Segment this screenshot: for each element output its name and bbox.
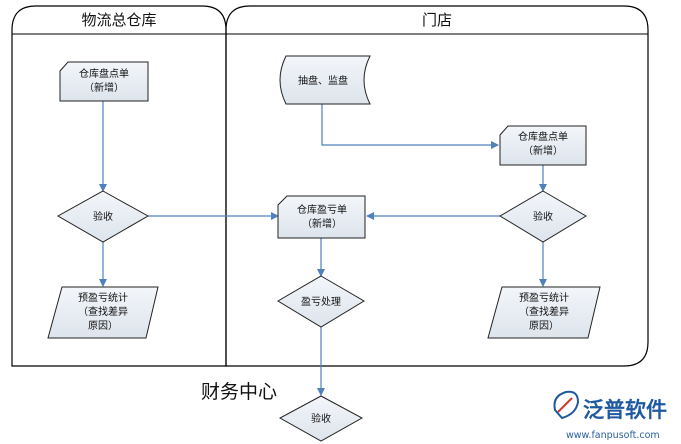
logo-name: 泛普软件 [583, 398, 667, 422]
finance-verify-label: 验收 [311, 412, 331, 425]
lane-store: 门店 [225, 5, 649, 367]
connectors [99, 101, 547, 396]
store-loss-stats-line1: 预盈亏统计 [519, 291, 569, 304]
logo-url: www.fanpusoft.com [566, 430, 660, 441]
wh-verify-label: 验收 [93, 210, 113, 223]
node-wh-count-sheet: 仓库盘点单 （新增） [59, 61, 149, 102]
arrow-spot-to-store-count [321, 104, 499, 149]
brand-logo: 泛普软件 www.fanpusoft.com [553, 390, 667, 441]
logo-icon [553, 390, 580, 420]
node-finance-verify: 验收 [278, 395, 364, 442]
store-count-sheet-line2: （新增） [523, 144, 563, 157]
wh-loss-stats-line3: 原因） [88, 320, 118, 332]
node-store-loss-stats: 预盈亏统计 （查找差异 原因） [487, 286, 601, 339]
loss-sheet-line1: 仓库盈亏单 [297, 203, 347, 216]
node-store-spot-check: 抽盘、监盘 [279, 55, 371, 105]
wh-loss-stats-line2: （查找差异 [78, 305, 128, 318]
wh-count-sheet-line1: 仓库盘点单 [79, 67, 129, 80]
node-loss-processing: 盈亏处理 [277, 275, 365, 328]
node-wh-verify: 验收 [56, 190, 150, 243]
wh-count-sheet-line2: （新增） [84, 81, 124, 94]
lane-store-title: 门店 [422, 11, 452, 29]
node-wh-loss-stats: 预盈亏统计 （查找差异 原因） [47, 286, 159, 339]
node-loss-sheet: 仓库盈亏单 （新增） [277, 195, 366, 239]
lane-warehouse: 物流总仓库 [11, 5, 227, 367]
lane-finance-title: 财务中心 [201, 381, 277, 403]
wh-loss-stats-line1: 预盈亏统计 [78, 291, 128, 304]
store-verify-label: 验收 [533, 210, 553, 223]
spot-check-label: 抽盘、监盘 [298, 74, 348, 87]
store-count-sheet-line1: 仓库盘点单 [518, 130, 568, 143]
loss-sheet-line2: （新增） [302, 217, 342, 230]
store-loss-stats-line2: （查找差异 [519, 305, 569, 318]
node-store-verify: 验收 [499, 190, 587, 243]
node-store-count-sheet: 仓库盘点单 （新增） [499, 125, 587, 166]
lane-warehouse-title: 物流总仓库 [81, 11, 156, 29]
loss-processing-label: 盈亏处理 [301, 296, 341, 308]
store-loss-stats-line3: 原因） [529, 320, 559, 332]
